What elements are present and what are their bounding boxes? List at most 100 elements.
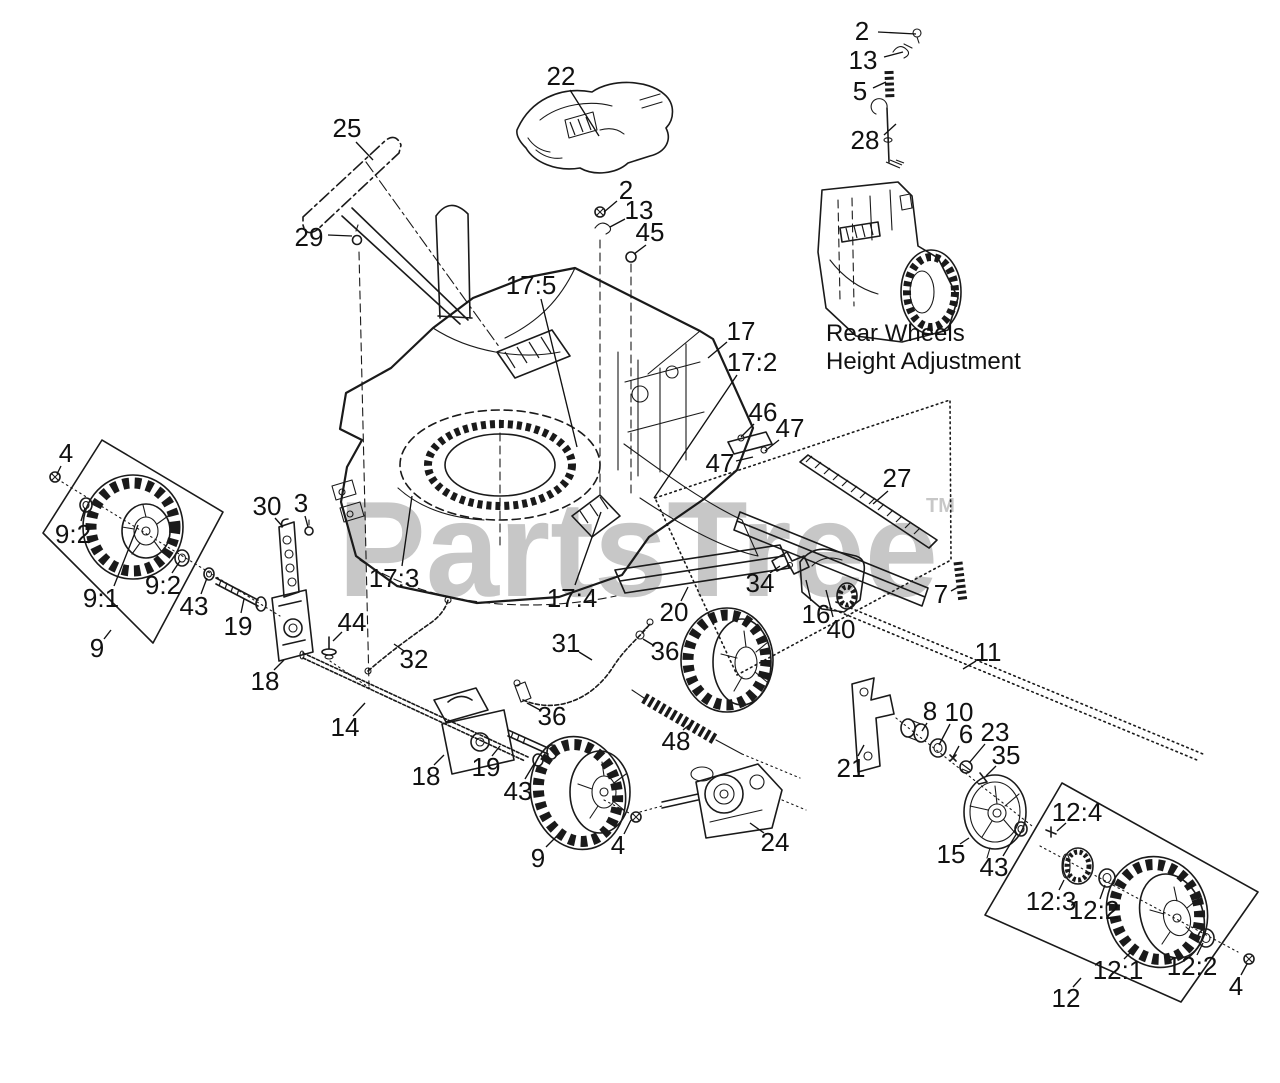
part-callout-2: 2 xyxy=(855,16,869,46)
handle-grip xyxy=(302,136,402,234)
cable-fitting-36b-eye xyxy=(513,679,521,687)
part-callout-9-2: 9:2 xyxy=(55,519,91,549)
left-wheel-box xyxy=(42,439,224,644)
deck-hole-b xyxy=(631,385,649,403)
spring-5 xyxy=(884,70,895,101)
wheel-c-tread xyxy=(682,609,772,711)
part-callout-43: 43 xyxy=(980,852,1009,882)
part-callout-9: 9 xyxy=(90,633,104,663)
inset-wheel-tread xyxy=(903,253,959,331)
wheel-9b-spokes xyxy=(577,761,627,819)
wheel-9b-hub xyxy=(591,775,617,809)
part-callout-4: 4 xyxy=(611,830,625,860)
leader-line xyxy=(735,456,754,462)
engine-cover-22 xyxy=(516,81,674,174)
leader-line xyxy=(578,651,593,661)
bracket-18b xyxy=(441,709,515,775)
part-callout-31: 31 xyxy=(552,628,581,658)
leader-line xyxy=(540,298,578,448)
rear-bracket-wheel xyxy=(680,548,1204,761)
bracket-18a-bore xyxy=(283,618,303,638)
nut-23-hatch xyxy=(961,763,971,773)
part-callout-46: 46 xyxy=(749,397,778,427)
gear-12-3 xyxy=(1062,847,1094,885)
leader-line xyxy=(103,629,112,640)
leader-line xyxy=(952,745,960,758)
wheel-c-face xyxy=(712,618,772,706)
part-callout-8: 8 xyxy=(923,696,937,726)
leader-line xyxy=(938,723,951,746)
muffler-plate xyxy=(496,329,571,379)
wheel-9-axlehole xyxy=(141,526,151,536)
inset-wheel-tire xyxy=(900,249,962,335)
watermark-text: PartsTree xyxy=(338,473,938,625)
gearbox-pulley3 xyxy=(719,789,729,799)
part-callout-6: 6 xyxy=(959,719,973,749)
bracket-18b-bore2 xyxy=(475,737,485,747)
pin-6 xyxy=(949,754,957,762)
wheel-c-spokes xyxy=(720,630,769,692)
bolt-4c xyxy=(1243,953,1255,965)
part-callout-48: 48 xyxy=(662,726,691,756)
right-panels xyxy=(614,399,952,676)
leader-line xyxy=(764,439,780,452)
washer-9-2b xyxy=(174,549,190,567)
bolt-4a-slot xyxy=(51,473,59,481)
handle-tubes xyxy=(341,207,469,325)
part-callout-4: 4 xyxy=(59,438,73,468)
disc-15 xyxy=(963,774,1027,850)
bolt-19a-head xyxy=(255,596,267,612)
baffle-17-4 xyxy=(571,494,621,538)
wheel-12-1-axlehole xyxy=(1172,913,1182,923)
leader-line xyxy=(1072,977,1082,988)
bolt-4b-axis xyxy=(603,799,632,815)
height-adjustment-inset: Rear Wheels Height Adjustment xyxy=(817,28,1021,375)
leader-line xyxy=(1123,952,1131,960)
part-callout-9: 9 xyxy=(531,843,545,873)
part-callout-17: 17 xyxy=(727,316,756,346)
leader-line xyxy=(569,89,600,137)
inset-wheel-face xyxy=(909,270,935,314)
leader-line xyxy=(623,819,632,835)
part-callout-45: 45 xyxy=(636,217,665,247)
part-callout-11: 11 xyxy=(975,637,1002,667)
wheel-9b-tire xyxy=(529,735,627,851)
deck-rear-tunnel xyxy=(617,343,705,477)
tab-hole-b xyxy=(346,510,354,518)
cable-end-36a xyxy=(646,618,654,626)
inset-rack xyxy=(839,221,881,243)
washer-12-2a xyxy=(1098,868,1116,888)
leader-line xyxy=(433,754,445,766)
washer-10 xyxy=(929,738,947,758)
gear-12-3-side xyxy=(1061,853,1071,879)
handle-axis-line xyxy=(365,161,501,349)
part-callout-16: 16 xyxy=(802,599,831,629)
disc-15-spokes xyxy=(969,785,1020,859)
bolt-45 xyxy=(625,251,637,263)
part-callout-13: 13 xyxy=(625,195,654,225)
part-callout-21: 21 xyxy=(837,753,866,783)
part-callout-44: 44 xyxy=(338,607,367,637)
part-callout-35: 35 xyxy=(992,740,1021,770)
wheel-9-tire xyxy=(82,474,184,580)
handle-assembly xyxy=(302,136,501,687)
gearbox-body xyxy=(695,763,783,839)
part-callout-43: 43 xyxy=(504,776,533,806)
bolt-29-stem xyxy=(355,224,359,232)
rod-28 xyxy=(886,107,890,163)
disc-15-inner xyxy=(969,781,1021,843)
part-callout-5: 5 xyxy=(853,76,867,106)
part-callout-22: 22 xyxy=(547,61,576,91)
leader-line xyxy=(872,490,889,505)
leader-line xyxy=(872,81,887,89)
wheel-9b-tread xyxy=(532,739,624,847)
leader-line xyxy=(524,763,535,780)
leader-line xyxy=(805,579,812,602)
plate-30-h4 xyxy=(287,577,297,587)
deck-ridges xyxy=(432,267,701,375)
leader-line xyxy=(56,465,62,475)
bolt-4b-slot xyxy=(632,813,640,821)
part-callout-12-2: 12:2 xyxy=(1167,951,1218,981)
leader-line xyxy=(633,244,647,255)
part-callout-19: 19 xyxy=(224,611,253,641)
